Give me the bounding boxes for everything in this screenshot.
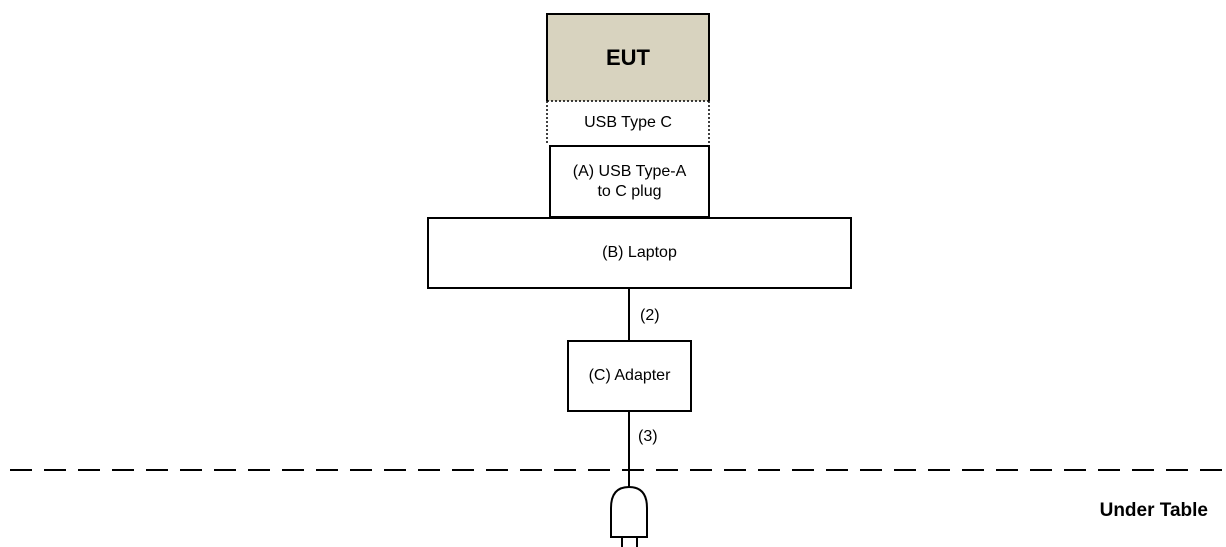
eut-fill xyxy=(547,14,709,101)
power-plug-icon xyxy=(610,485,648,547)
cable-2-label: (2) xyxy=(640,307,660,324)
usb-port-label: USB Type C xyxy=(584,114,672,131)
usb-plug-box: (A) USB Type-A to C plug xyxy=(549,145,710,218)
laptop-label: (B) Laptop xyxy=(602,244,677,261)
cable-3-label: (3) xyxy=(638,428,658,445)
eut-box: EUT xyxy=(546,13,710,101)
usb-port-outline xyxy=(546,100,710,145)
usb-plug-label-line2: to C plug xyxy=(597,182,662,200)
under-table-label: Under Table xyxy=(1099,500,1208,521)
adapter-label: (C) Adapter xyxy=(588,367,671,384)
eut-label: EUT xyxy=(606,45,650,70)
usb-port-box: USB Type C xyxy=(546,101,710,145)
usb-plug-label-line1: (A) USB Type-A xyxy=(572,162,687,180)
adapter-box: (C) Adapter xyxy=(567,340,692,412)
laptop-box: (B) Laptop xyxy=(427,217,852,289)
